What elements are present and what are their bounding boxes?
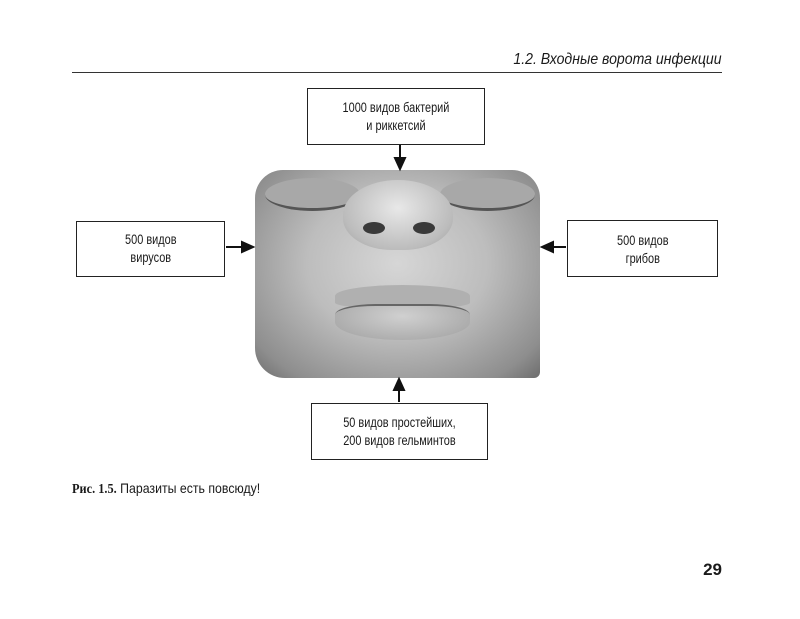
arrow-bottom-head bbox=[392, 376, 406, 391]
bacteria-box: 1000 видов бактерий и риккетсий bbox=[307, 88, 485, 145]
box-line: 500 видов bbox=[616, 233, 669, 248]
box-line: 1000 видов бактерий bbox=[342, 99, 450, 115]
right-eye bbox=[440, 178, 535, 211]
arrow-top-head bbox=[393, 157, 407, 172]
figure-caption: Рис. 1.5. Паразиты есть повсюду! bbox=[72, 480, 286, 498]
box-line: 50 видов простейших, bbox=[343, 414, 456, 430]
caption-text: Паразиты есть повсюду! bbox=[116, 480, 261, 496]
page-number: 29 bbox=[703, 560, 722, 579]
right-nostril bbox=[413, 222, 435, 234]
upper-lip bbox=[335, 285, 470, 307]
caption-label: Рис. 1.5. bbox=[72, 482, 117, 497]
left-nostril bbox=[363, 222, 385, 234]
box-line: 200 видов гельминтов bbox=[343, 432, 456, 448]
lower-lip bbox=[335, 304, 470, 340]
viruses-box: 500 видов вирусов bbox=[76, 221, 225, 277]
header-rule bbox=[72, 72, 722, 73]
protozoa-helminths-box: 50 видов простейших, 200 видов гельминтов bbox=[311, 403, 488, 460]
arrow-left-head bbox=[241, 240, 256, 254]
box-line: вирусов bbox=[130, 250, 171, 265]
fungi-box: 500 видов грибов bbox=[567, 220, 718, 277]
box-line: грибов bbox=[625, 251, 660, 266]
baby-face-photo bbox=[255, 170, 540, 378]
box-line: 500 видов bbox=[124, 232, 177, 247]
nose bbox=[343, 180, 453, 250]
box-line: и риккетсий bbox=[366, 117, 426, 133]
arrow-right-head bbox=[539, 240, 554, 254]
running-header: 1.2. Входные ворота инфекции bbox=[513, 51, 722, 68]
